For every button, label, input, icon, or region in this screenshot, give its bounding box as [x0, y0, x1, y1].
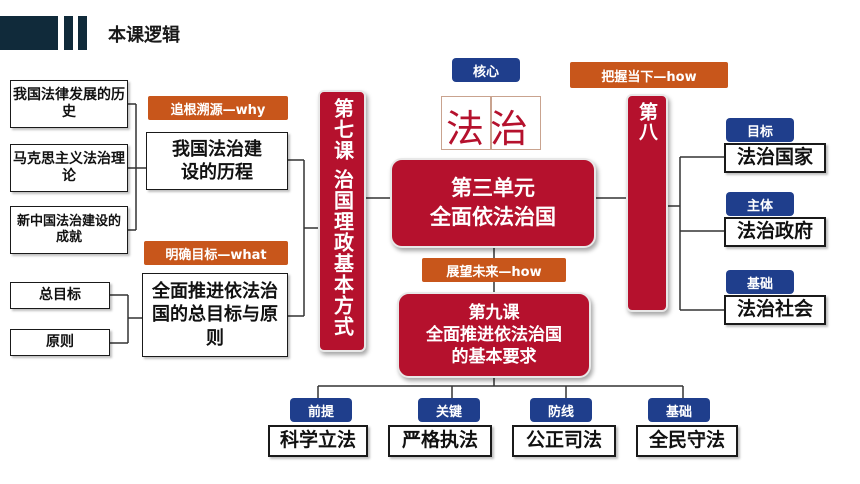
lesson-nine-box: 第九课 全面推进依法治国 的基本要求 [397, 292, 591, 378]
overall-goal-box: 总目标 [10, 282, 110, 309]
page-title: 本课逻辑 [108, 25, 180, 46]
goal-and-principles-box: 全面推进依法治国的总目标与原则 [142, 273, 288, 357]
tag-how-future: 展望未来—how [422, 258, 566, 282]
label-basis: 基础 [648, 398, 710, 422]
new-china-achievements-box: 新中国法治建设的成就 [10, 206, 128, 254]
strict-enforcement-box: 严格执法 [388, 425, 492, 457]
lesson-nine-line3: 的基本要求 [451, 347, 537, 368]
core-label: 核心 [452, 58, 520, 82]
char-grid-cell [491, 96, 541, 150]
fair-justice-box: 公正司法 [512, 425, 616, 457]
header-accent-stripe [64, 16, 73, 50]
tag-why: 追根溯源—why [148, 96, 288, 120]
marxist-theory-box: 马克思主义法治理论 [10, 144, 128, 192]
rule-of-law-society-box: 法治社会 [724, 295, 826, 325]
header-accent-bar [0, 16, 58, 50]
scientific-legislation-box: 科学立法 [268, 425, 368, 457]
rule-of-law-government-box: 法治政府 [724, 217, 826, 247]
label-defense: 防线 [530, 398, 592, 422]
lesson-nine-line1: 第九课 [468, 302, 520, 323]
lesson-eight-text: 第八 [636, 102, 658, 142]
label-foundation: 基础 [726, 270, 794, 294]
label-goal: 目标 [726, 118, 794, 142]
tag-how-present: 把握当下—how [570, 62, 728, 88]
header-accent-stripe [78, 16, 87, 50]
label-key: 关键 [418, 398, 480, 422]
main-unit-line2: 全面依法治国 [430, 205, 556, 229]
label-subject: 主体 [726, 192, 794, 216]
lesson-nine-line2: 全面推进依法治国 [426, 324, 562, 345]
main-unit-box: 第三单元 全面依法治国 [390, 158, 596, 248]
history-of-law-box: 我国法律发展的历史 [10, 80, 128, 128]
rule-of-law-history-box: 我国法治建设的历程 [146, 132, 288, 190]
fazhi-characters: 法治 [446, 107, 535, 151]
lesson-eight-column: 第八 [626, 94, 668, 312]
tag-what: 明确目标—what [144, 241, 288, 265]
main-unit-line1: 第三单元 [451, 175, 535, 200]
law-abiding-public-box: 全民守法 [636, 425, 738, 457]
rule-of-law-country-box: 法治国家 [724, 143, 826, 173]
label-premise: 前提 [290, 398, 352, 422]
char-grid-cell [441, 96, 491, 150]
lesson-seven-text: 第七课 治国理政基本方式 [330, 98, 355, 337]
principles-box: 原则 [10, 329, 110, 356]
lesson-seven-column: 第七课 治国理政基本方式 [318, 90, 366, 352]
